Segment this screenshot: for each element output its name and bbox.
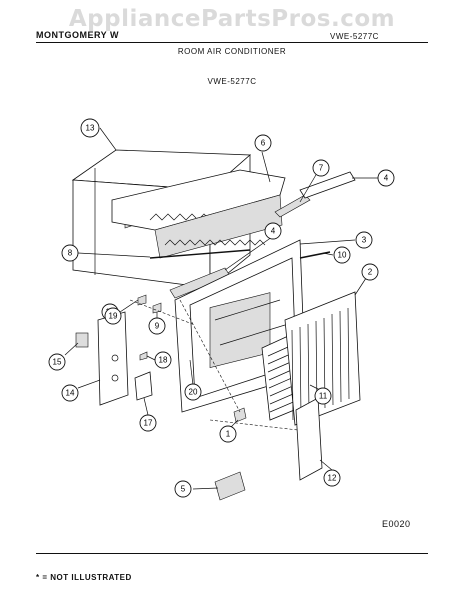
svg-text:18: 18 [159,356,168,365]
svg-text:13: 13 [86,124,95,133]
callout-1: 1 [219,425,237,443]
svg-text:14: 14 [66,389,75,398]
filter-strip [299,251,331,259]
rail-part [149,249,251,259]
callout-20: 20 [184,383,202,401]
screw-18 [139,351,148,361]
callout-4b: 4 [264,222,282,240]
clip-8 [152,302,162,314]
control-knob [75,332,89,348]
svg-text:10: 10 [338,251,347,260]
callout-6: 7 [312,159,330,177]
svg-text:17: 17 [144,419,153,428]
svg-text:7: 7 [319,164,324,173]
svg-text:4: 4 [271,227,276,236]
model-number: VWE-5277C [207,77,257,86]
callout-9: 10 [333,246,351,264]
callout-nineteen-real: 19 [104,307,122,325]
svg-text:9: 9 [155,322,160,331]
svg-text:8: 8 [68,249,73,258]
screw-19 [137,294,147,306]
chassis-assembly [111,169,286,259]
callout-12: 5 [174,480,192,498]
svg-text:12: 12 [328,474,337,483]
callout-8: 9 [148,317,166,335]
callout-10: 11 [314,387,332,405]
callout-18: 18 [154,351,172,369]
footnote: * = NOT ILLUSTRATED [36,573,132,582]
svg-text:20: 20 [189,388,198,397]
callout-3: 3 [355,231,373,249]
header-rule [36,42,428,43]
svg-text:19: 19 [109,312,118,321]
callout-7: 8 [61,244,79,262]
callout-15: 15 [48,353,66,371]
svg-text:4: 4 [384,174,389,183]
figure-code: E0020 [382,519,411,529]
callout-17: 17 [139,414,157,432]
document-title: ROOM AIR CONDITIONER [177,47,287,56]
svg-text:2: 2 [368,268,373,277]
svg-text:5: 5 [181,485,186,494]
callout-14: 14 [61,384,79,402]
pin-1 [233,407,247,423]
svg-text:15: 15 [53,358,62,367]
bracket-17 [134,371,153,401]
callout-5: 6 [254,134,272,152]
svg-text:1: 1 [226,430,231,439]
vent-bar-upper [299,171,356,199]
brand-label: MONTGOMERY W [36,30,119,40]
svg-text:11: 11 [319,392,328,401]
side-panel [295,397,323,481]
control-bracket [97,311,129,406]
svg-text:6: 6 [261,139,266,148]
footer-rule [36,553,428,554]
callout-11: 12 [323,469,341,487]
callout-2: 2 [361,263,379,281]
front-panel [284,291,361,426]
callout-4a: 4 [377,169,395,187]
callout-13: 13 [80,118,100,138]
svg-text:3: 3 [362,236,367,245]
latch-12 [214,471,246,501]
model-line-label: VWE-5277C [330,32,379,41]
